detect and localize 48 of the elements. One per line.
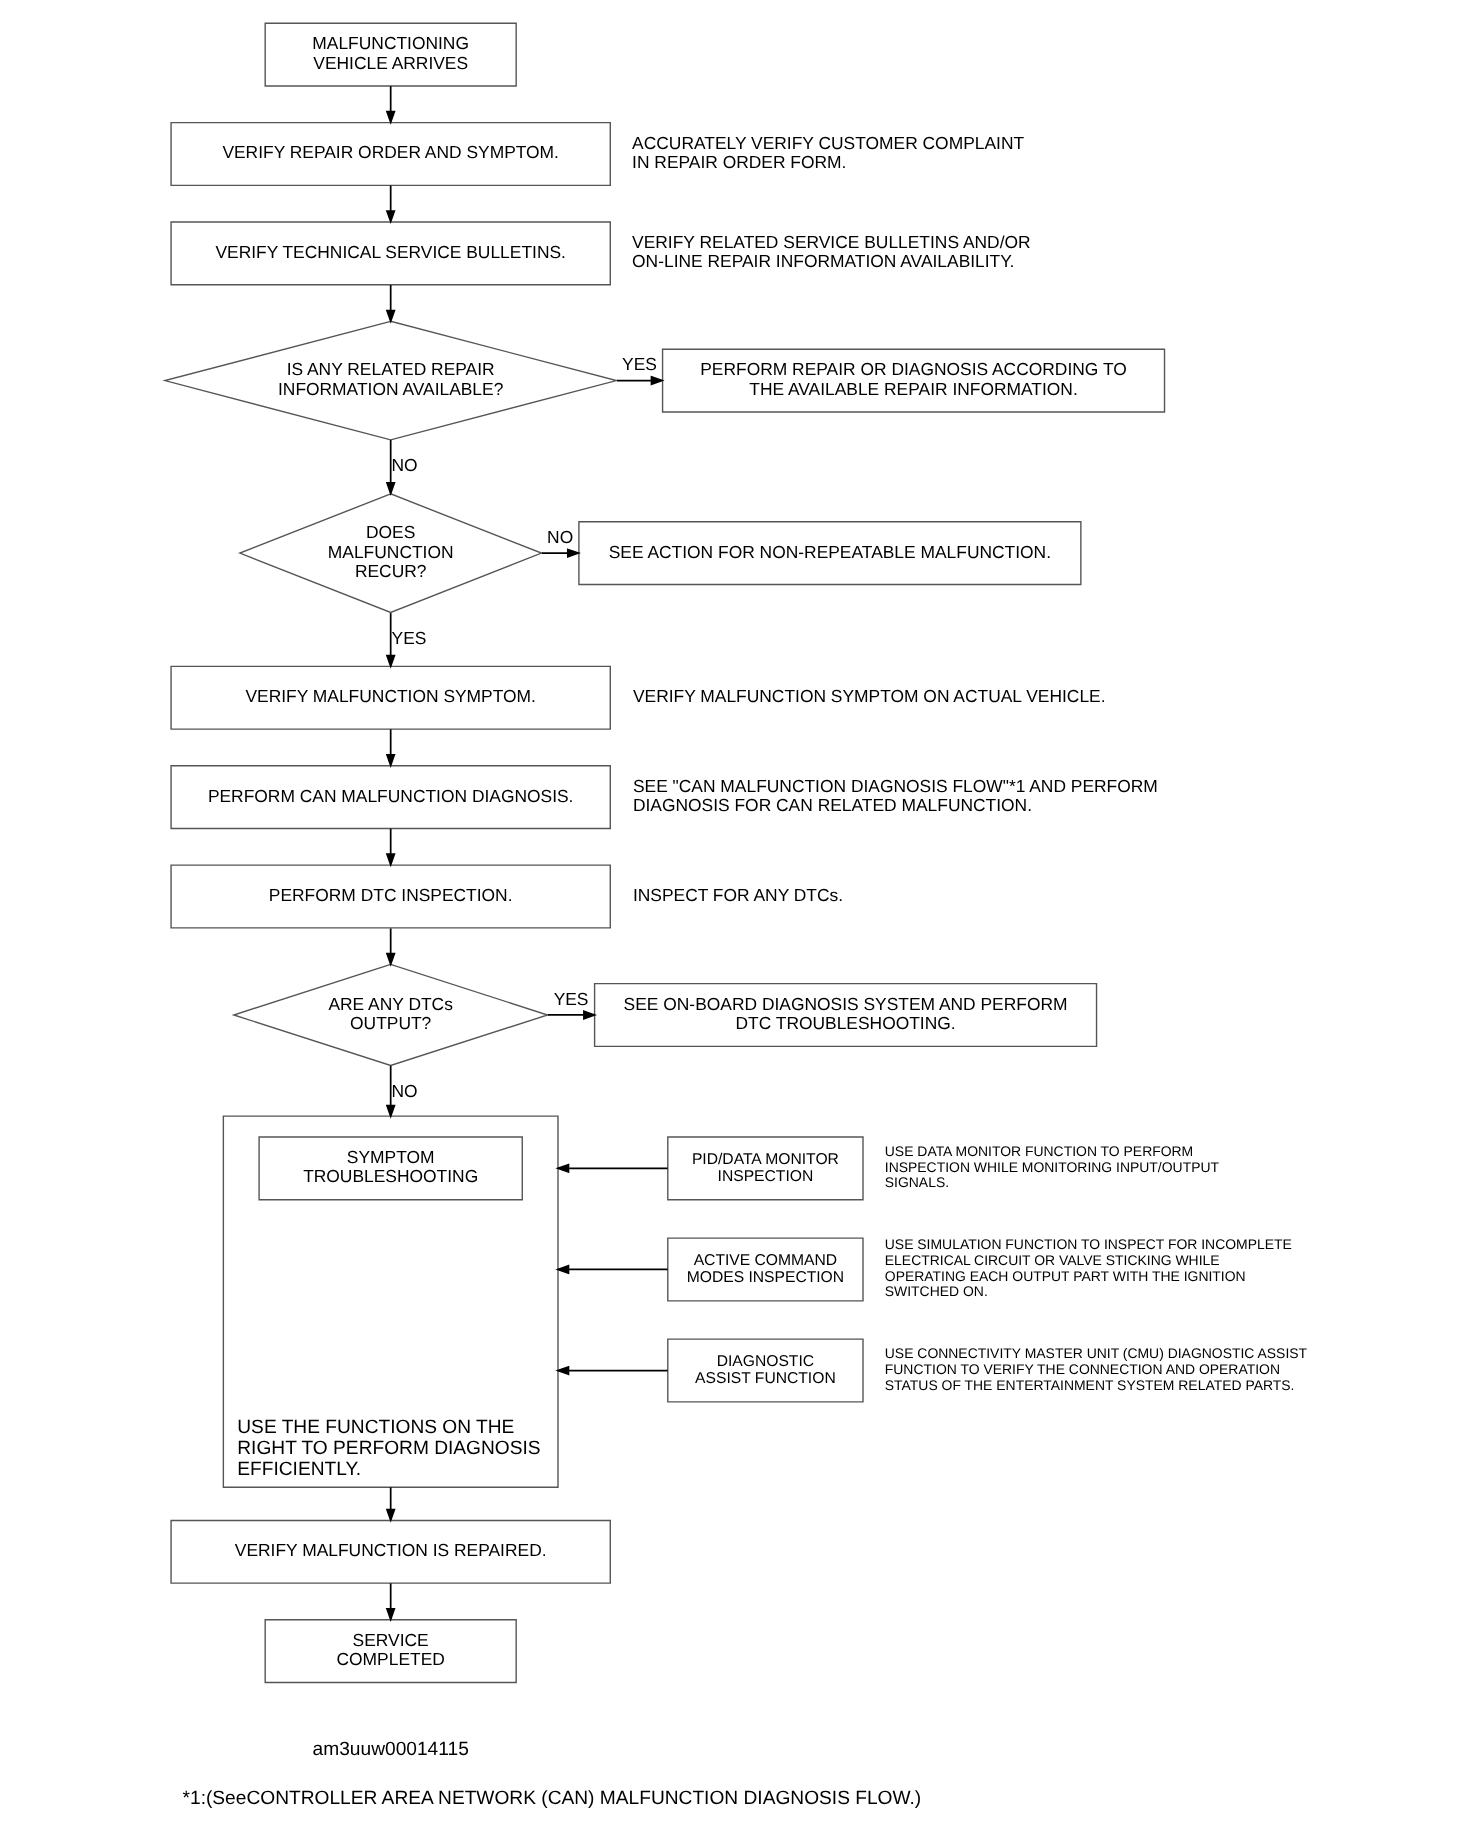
node-label: ACCURATELY VERIFY CUSTOMER COMPLAINT IN REPAIR ORDER FORM.: [631, 132, 1024, 172]
node-label: INSPECT FOR ANY DTCs.: [631, 884, 843, 905]
node-box: PERFORM DTC INSPECTION.: [169, 864, 610, 929]
node-box: VERIFY MALFUNCTION IS REPAIRED.: [169, 1519, 610, 1584]
node-box: PERFORM CAN MALFUNCTION DIAGNOSIS.: [169, 765, 610, 830]
node-box: PERFORM REPAIR OR DIAGNOSIS ACCORDING TO THE AVAILABLE REPAIR INFORMATION.: [660, 348, 1165, 413]
arrow: [384, 1582, 395, 1622]
arrow: [384, 439, 395, 496]
arrow: [554, 1365, 668, 1376]
arrow: [384, 612, 395, 669]
edge-label: NO: [390, 455, 417, 476]
edge-label: YES: [621, 354, 656, 375]
arrow: [554, 1264, 668, 1275]
node-diamond: IS ANY RELATED REPAIR INFORMATION AVAILABLE?: [161, 320, 619, 441]
node-box: MALFUNCTIONING VEHICLE ARRIVES: [263, 22, 516, 87]
node-box: SERVICE COMPLETED: [263, 1619, 516, 1684]
node-box: VERIFY TECHNICAL SERVICE BULLETINS.: [169, 221, 610, 286]
edge-label: YES: [390, 627, 426, 648]
node-diamond: DOES MALFUNCTION RECUR?: [237, 493, 543, 614]
node-box: VERIFY MALFUNCTION SYMPTOM.: [169, 665, 610, 730]
node-label: SEE "CAN MALFUNCTION DIAGNOSIS FLOW"*1 AND PERFORM DIAGNOSIS FOR CAN RELATED MALFUNCTION.: [631, 775, 1157, 816]
node-diamond: ARE ANY DTCs OUTPUT?: [230, 963, 549, 1067]
arrow: [384, 184, 395, 225]
edge-label: NO: [546, 526, 573, 547]
arrow: [384, 728, 395, 768]
arrow: [384, 1064, 395, 1119]
arrow: [384, 827, 395, 868]
arrow: [539, 548, 580, 558]
node-label: VERIFY MALFUNCTION SYMPTOM ON ACTUAL VEHICLE.: [631, 686, 1105, 707]
node-box: ACTIVE COMMAND MODES INSPECTION: [666, 1237, 863, 1302]
arrow: [384, 284, 395, 324]
node-box: SYMPTOM TROUBLESHOOTING: [257, 1136, 522, 1201]
arrow: [384, 1486, 395, 1523]
arrow: [546, 1010, 597, 1020]
label: am3uuw00014115: [311, 1739, 468, 1762]
edge-label: NO: [390, 1080, 417, 1101]
node-box: PID/DATA MONITOR INSPECTION: [666, 1136, 863, 1201]
node-box: SEE ON-BOARD DIAGNOSIS SYSTEM AND PERFORM DTC TROUBLESHOOTING.: [592, 982, 1097, 1048]
caption: *1:(SeeCONTROLLER AREA NETWORK (CAN) MALFUNCTION DIAGNOSIS FLOW.): [181, 1788, 921, 1811]
edge-label: YES: [552, 988, 588, 1009]
arrow: [615, 375, 664, 386]
node-label: VERIFY RELATED SERVICE BULLETINS AND/OR ON-LINE REPAIR INFORMATION AVAILABILITY.: [631, 232, 1030, 272]
node-box: VERIFY REPAIR ORDER AND SYMPTOM.: [169, 121, 610, 187]
arrow: [384, 85, 395, 125]
arrow: [554, 1163, 668, 1174]
arrow: [384, 927, 395, 967]
node-box: SEE ACTION FOR NON-REPEATABLE MALFUNCTION.: [577, 521, 1081, 586]
node-box: DIAGNOSTIC ASSIST FUNCTION: [666, 1338, 863, 1403]
